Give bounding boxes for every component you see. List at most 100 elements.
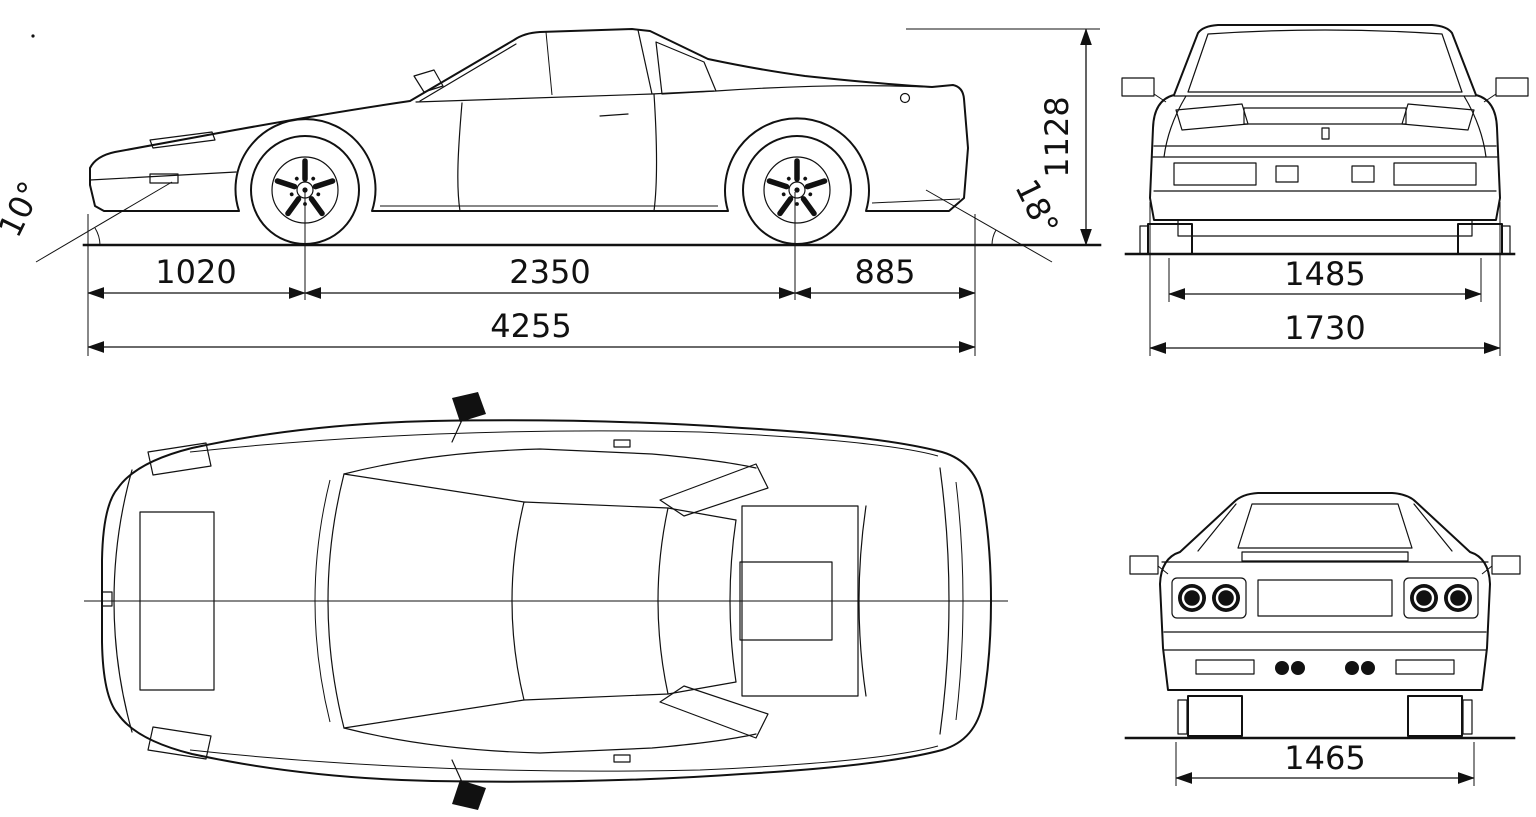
turn-signal-right: [1351, 165, 1375, 183]
quarter-window-hatch: [655, 41, 717, 95]
rear-bumper: [1163, 631, 1487, 675]
taillight-bezel-left: [1171, 577, 1247, 619]
front-bumper: [1152, 156, 1498, 192]
door-handle-right: [613, 754, 631, 763]
hood-seam-left: [1163, 95, 1187, 158]
side-body-outline: [89, 28, 969, 212]
rear-flap-left: [1177, 699, 1188, 735]
side-rear-wheel: [742, 135, 852, 245]
mirror-top-left: [452, 392, 486, 422]
turn-signal-left: [1275, 165, 1299, 183]
exhaust-tip: [1345, 661, 1359, 675]
rear-dimensions: 1465: [1175, 739, 1475, 786]
rear-tire-left: [1187, 695, 1243, 737]
deck-seam-arc: [858, 505, 867, 697]
taillight-bezel-right: [1403, 577, 1479, 619]
engine-lid-seam: [715, 85, 931, 92]
wheel-bolts: [289, 176, 321, 206]
departure-angle-label: 18°: [1007, 173, 1066, 241]
exhaust-tip: [1291, 661, 1305, 675]
hood-vent-louvres: [139, 511, 215, 691]
front-view: 1485 1730: [1121, 24, 1529, 356]
door-handle: [599, 113, 629, 117]
approach-angle-label: 10°: [0, 175, 50, 243]
front-indicator: [149, 173, 179, 184]
buttress-hatch-right: [659, 685, 769, 739]
bumper-grille-left: [1173, 162, 1257, 186]
tow-hook: [101, 591, 113, 607]
top-mirrors: [451, 392, 486, 810]
dim-label-wheelbase: 2350: [509, 253, 590, 291]
front-tire-left: [1147, 223, 1193, 255]
front-emblem: [1321, 127, 1330, 140]
mirror-top-right: [452, 780, 486, 810]
mud-flap-right: [1501, 225, 1511, 255]
top-glasshouse: [314, 463, 769, 739]
fuel-cap: [899, 92, 911, 104]
wheel-bolts: [781, 176, 813, 206]
approach-angle-construction: 10°: [0, 175, 173, 263]
panel-gap-left: [189, 430, 939, 457]
valance-grille-left: [1195, 659, 1255, 675]
beltline-left: [343, 448, 757, 475]
engine-lid-louvres: [741, 505, 859, 697]
headlight-door: [149, 131, 216, 149]
top-front-details: [101, 442, 215, 760]
beltline-right: [343, 727, 757, 754]
side-front-wheel: [250, 135, 360, 245]
engine-lid-panel: [739, 561, 833, 641]
stray-dot: [31, 34, 35, 38]
a-pillar-left: [343, 473, 525, 503]
exhaust-tip: [1361, 661, 1375, 675]
bumper-grille-right: [1393, 162, 1477, 186]
rear-tire-right: [1407, 695, 1463, 737]
buttress-left: [1197, 503, 1237, 552]
side-view: 10° 18° 1020 2350 885 4255 1128: [0, 28, 1102, 356]
cowl-arc: [314, 479, 331, 723]
dim-label-rear-overhang: 885: [854, 253, 915, 291]
front-bumper-seam: [113, 469, 133, 733]
dim-label-overall-width: 1730: [1284, 309, 1365, 347]
headlight-cover-top-right: [147, 726, 212, 760]
wheel-spokes: [766, 158, 828, 217]
rear-glass-edge-right: [667, 681, 737, 695]
side-dimensions: 1020 2350 885 4255 1128: [87, 28, 1100, 356]
departure-angle-construction: 18°: [925, 173, 1066, 263]
rear-bumper-seam: [871, 198, 961, 204]
buttress-hatch-left: [659, 463, 769, 517]
targa-roof-panel: [511, 501, 669, 701]
door-front-seam: [457, 102, 463, 212]
dim-label-front-overhang: 1020: [155, 253, 236, 291]
tail-inner-line: [939, 467, 950, 735]
a-pillar-right: [343, 699, 525, 729]
front-windshield: [1187, 29, 1463, 93]
door-rear-seam: [653, 93, 658, 212]
rear-glass-edge-left: [667, 507, 737, 521]
rear-flap-right: [1462, 699, 1473, 735]
front-mirrors: [1121, 77, 1529, 103]
rear-body-outline: [1159, 492, 1491, 691]
rear-glass-arc: [729, 519, 737, 683]
dim-label-overall-height: 1128: [1038, 96, 1076, 177]
rear-glasshouse: [1161, 503, 1489, 563]
buttress-right: [1413, 503, 1453, 552]
dim-label-rear-track: 1465: [1284, 739, 1365, 777]
rear-lights: [1171, 577, 1479, 619]
dim-label-front-track: 1485: [1284, 255, 1365, 293]
wheel-spokes: [274, 158, 336, 217]
rear-view: 1465: [1124, 492, 1521, 786]
top-view: [84, 392, 1008, 810]
exhaust-tip: [1275, 661, 1289, 675]
hood-vent: [1243, 107, 1407, 125]
top-engine-deck: [739, 467, 964, 735]
top-body-outline: [101, 419, 992, 783]
dim-label-overall-length: 4255: [490, 307, 571, 345]
windshield-base-arc: [327, 473, 345, 729]
door-handle-left: [613, 439, 631, 448]
hood-seam-right: [1463, 95, 1487, 158]
front-valance: [1177, 219, 1473, 237]
top-side-lines: [189, 430, 939, 772]
license-plate-panel: [1257, 579, 1393, 617]
